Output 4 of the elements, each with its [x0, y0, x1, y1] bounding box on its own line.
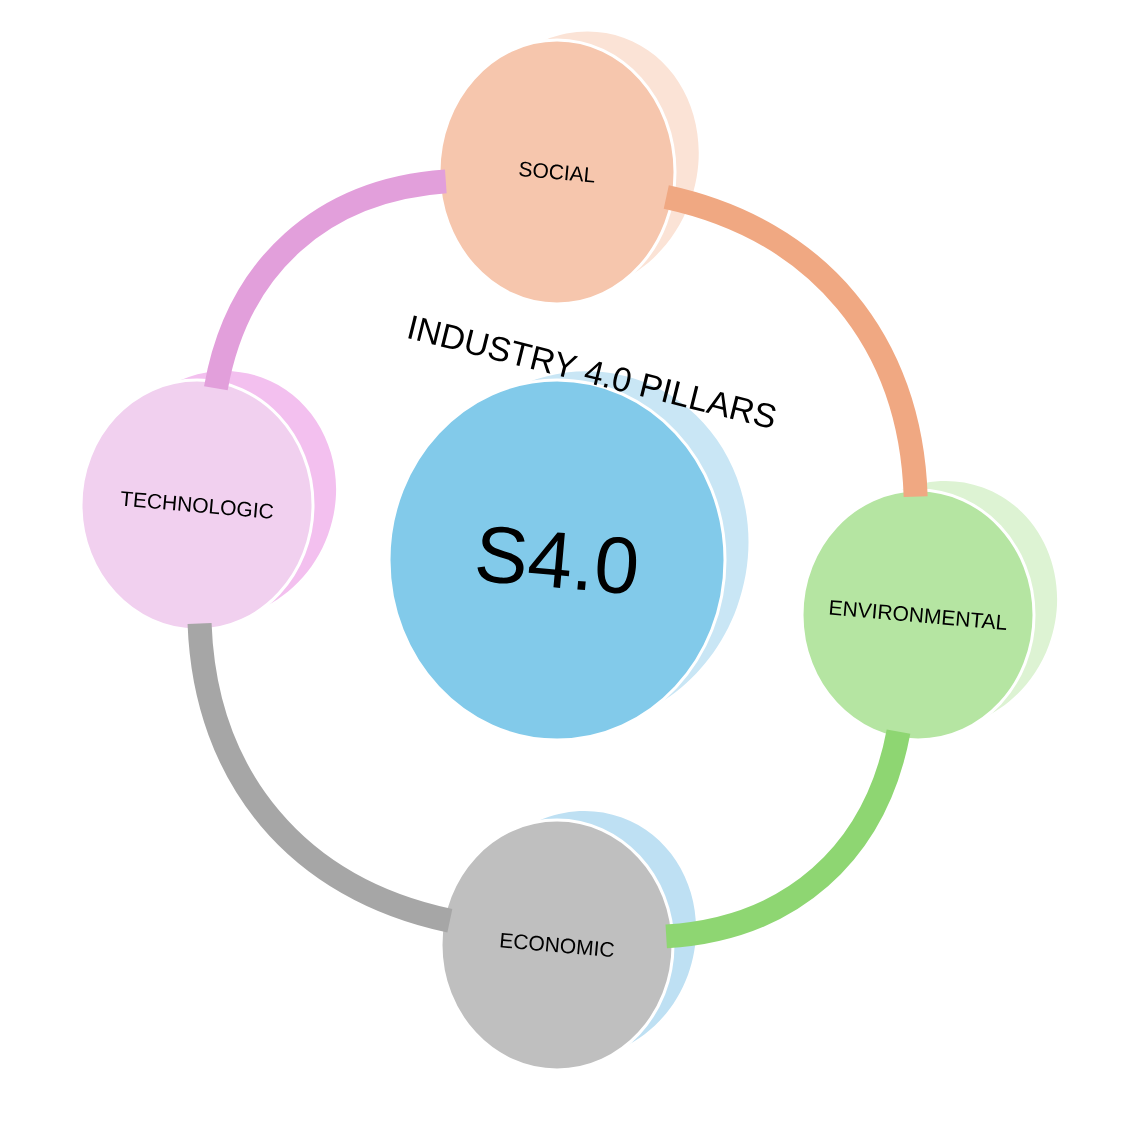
ring-arc — [187, 622, 453, 933]
ring-arc — [663, 185, 928, 498]
ring-arc — [664, 728, 911, 949]
ring-arc — [204, 169, 448, 391]
